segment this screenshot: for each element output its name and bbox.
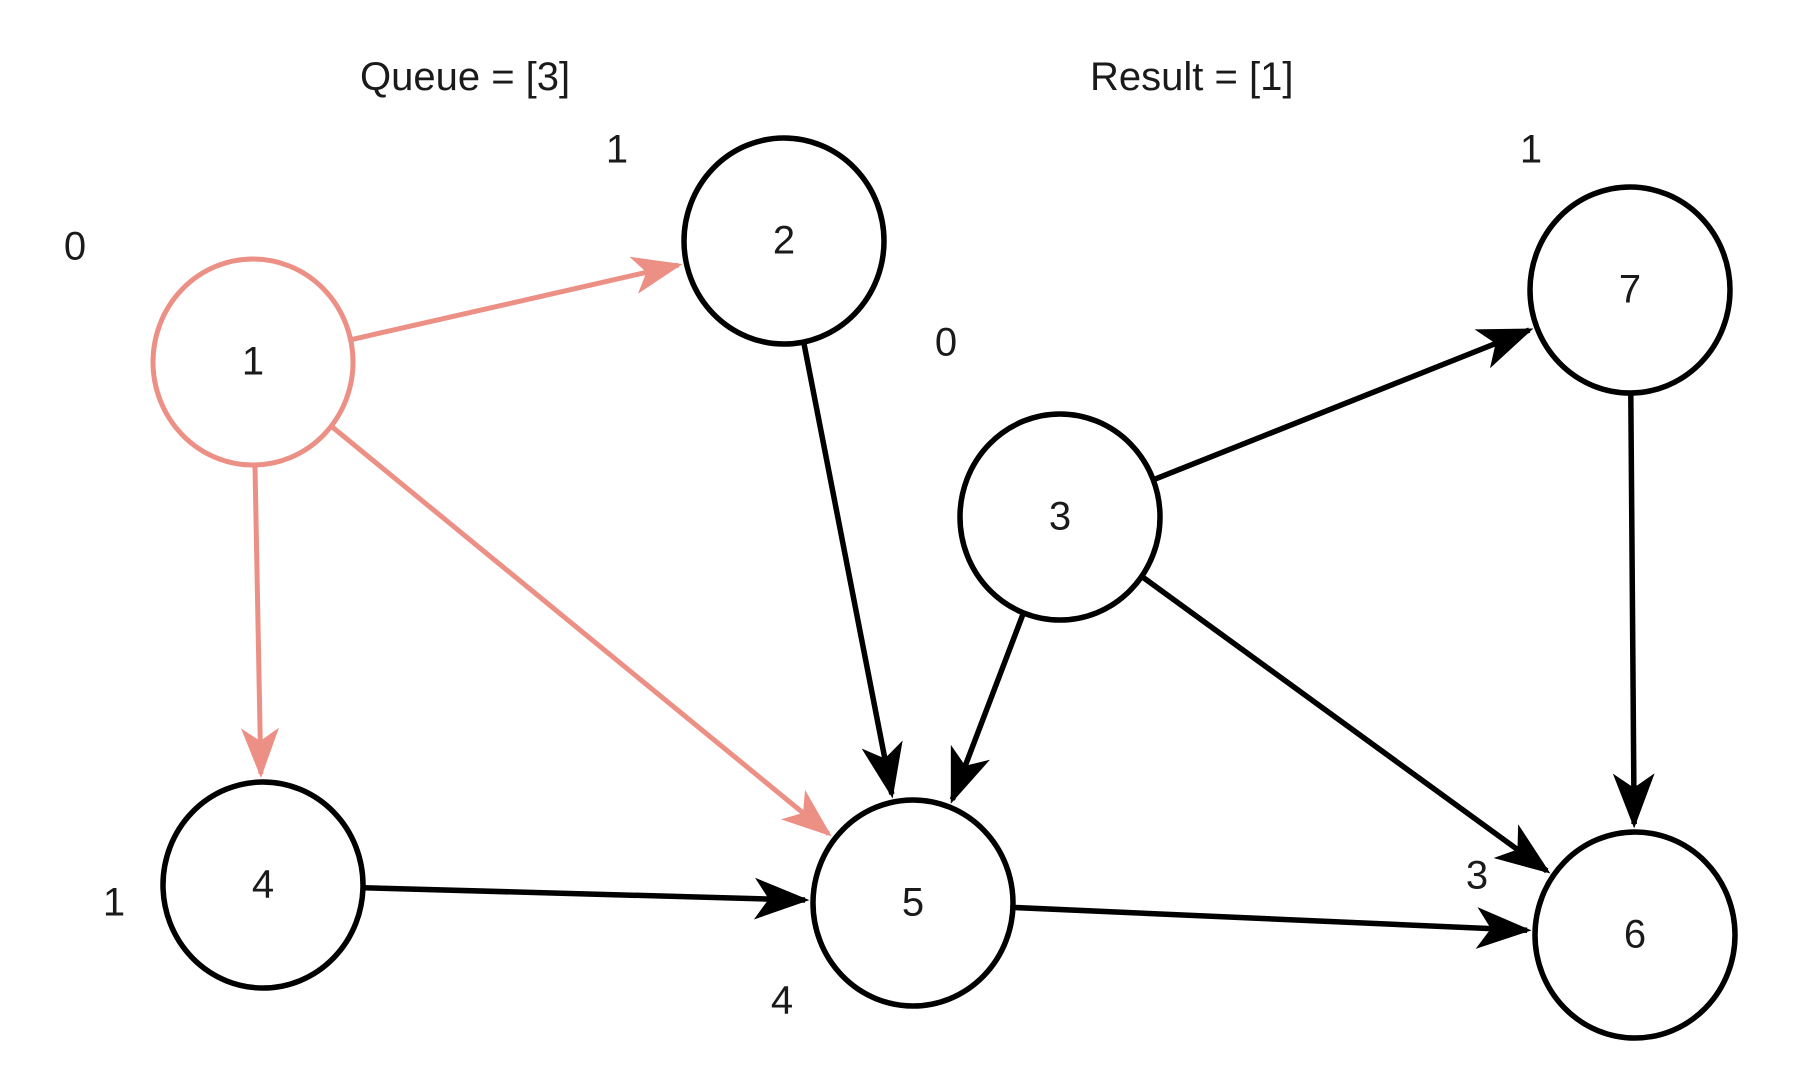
node-circle-7 — [1527, 184, 1733, 396]
nodes-layer: 1 2 3 4 5 6 7 — [150, 135, 1738, 1041]
node-label-1: 1 — [242, 340, 264, 384]
edge-1-to-4 — [241, 464, 279, 779]
node-label-6: 6 — [1624, 913, 1646, 957]
edge-3-to-5 — [949, 611, 1027, 804]
edges-layer — [241, 256, 1655, 949]
edge-2-to-5 — [800, 341, 903, 799]
indegree-label-node-2: 1 — [606, 128, 628, 172]
graph-node-1[interactable]: 1 — [150, 256, 356, 468]
graph-node-7[interactable]: 7 — [1527, 184, 1733, 396]
node-circle-3 — [957, 411, 1163, 623]
indegree-label-node-4: 1 — [103, 881, 125, 925]
edge-4-to-5 — [362, 877, 810, 920]
node-circle-6 — [1532, 829, 1738, 1041]
node-circle-2 — [681, 135, 887, 347]
node-label-7: 7 — [1619, 268, 1641, 312]
edge-3-to-6 — [1140, 574, 1551, 874]
result-status-label: Result = [1] — [1090, 55, 1294, 99]
indegree-label-node-6: 3 — [1466, 854, 1488, 898]
indegree-label-node-7: 1 — [1520, 128, 1542, 172]
edge-5-to-6 — [1012, 904, 1532, 949]
graph-node-2[interactable]: 2 — [681, 135, 887, 347]
node-label-3: 3 — [1049, 495, 1071, 539]
edge-1-to-2 — [350, 256, 683, 343]
node-label-5: 5 — [902, 881, 924, 925]
edge-1-to-5 — [329, 424, 832, 837]
node-circle-5 — [810, 797, 1016, 1009]
node-label-2: 2 — [773, 219, 795, 263]
edge-7-to-6 — [1612, 392, 1655, 829]
indegree-label-node-5: 4 — [771, 979, 793, 1023]
edge-3-to-7 — [1152, 327, 1534, 483]
node-label-4: 4 — [252, 863, 274, 907]
graph-node-4[interactable]: 4 — [160, 779, 366, 991]
node-circle-1 — [150, 256, 356, 468]
indegree-label-node-3: 0 — [935, 321, 957, 365]
node-circle-4 — [160, 779, 366, 991]
indegree-label-node-1: 0 — [64, 225, 86, 269]
graph-node-3[interactable]: 3 — [957, 411, 1163, 623]
graph-node-5[interactable]: 5 — [810, 797, 1016, 1009]
indegree-labels-layer: 0 1 0 1 4 3 1 — [64, 128, 1542, 1023]
queue-status-label: Queue = [3] — [360, 55, 571, 99]
graph-node-6[interactable]: 6 — [1532, 829, 1738, 1041]
